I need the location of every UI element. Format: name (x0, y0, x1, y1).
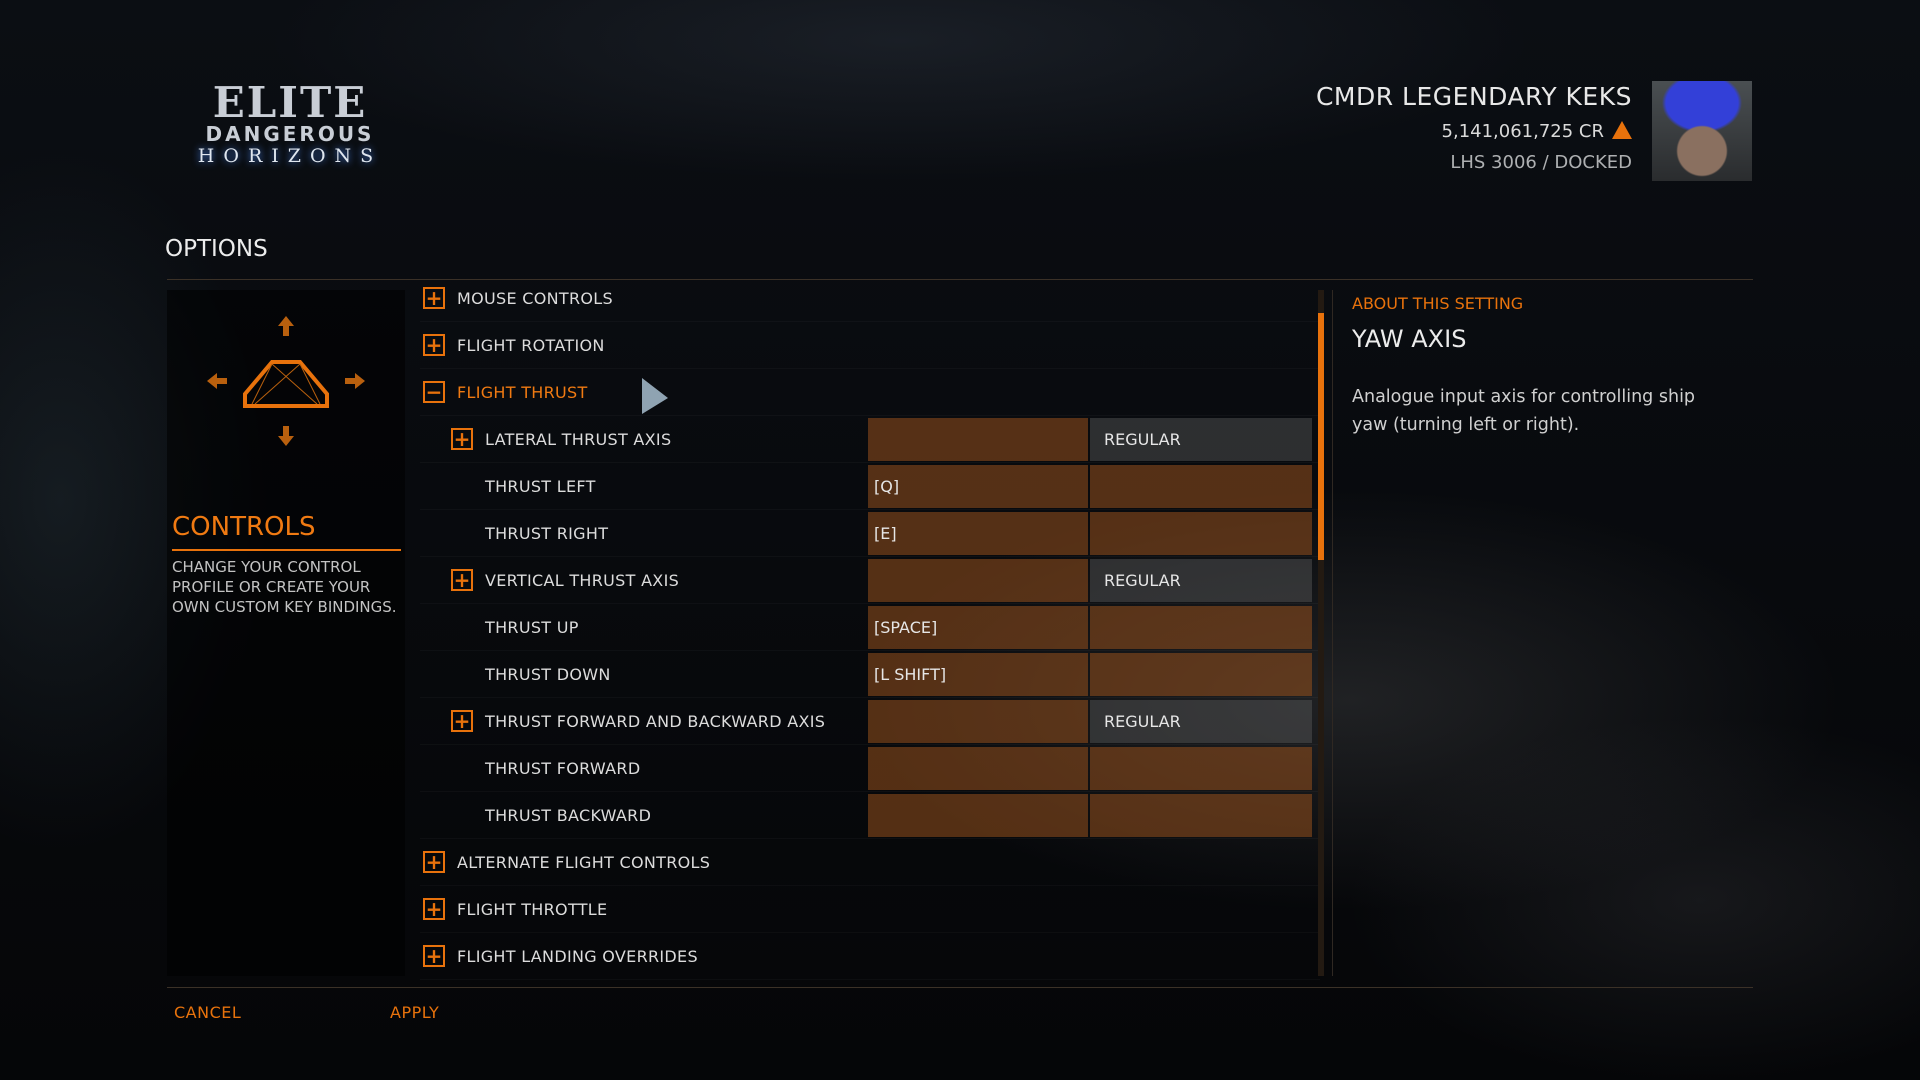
expand-plus-icon[interactable]: + (423, 945, 445, 967)
list-item[interactable]: THRUST BACKWARD (420, 792, 1320, 839)
primary-binding[interactable] (868, 559, 1088, 602)
rank-icon (1612, 121, 1632, 139)
collapse-minus-icon[interactable]: − (423, 381, 445, 403)
commander-name: CMDR LEGENDARY KEKS (1315, 82, 1632, 111)
secondary-binding[interactable] (1090, 512, 1312, 555)
secondary-binding[interactable] (1090, 747, 1312, 790)
list-item[interactable]: + FLIGHT ROTATION (420, 322, 1320, 369)
row-label: THRUST FORWARD AND BACKWARD AXIS (485, 711, 826, 731)
expand-plus-icon[interactable]: + (423, 334, 445, 356)
primary-binding[interactable]: [Q] (868, 465, 1088, 508)
expand-plus-icon[interactable]: + (451, 569, 473, 591)
primary-binding[interactable] (868, 418, 1088, 461)
page-title: OPTIONS (165, 236, 268, 262)
expand-plus-icon[interactable]: + (423, 851, 445, 873)
about-heading: ABOUT THIS SETTING (1352, 294, 1524, 313)
divider-bottom (167, 987, 1753, 988)
scrollbar-thumb[interactable] (1318, 313, 1324, 560)
primary-binding[interactable] (868, 700, 1088, 743)
row-label: THRUST UP (485, 617, 579, 637)
row-label: MOUSE CONTROLS (457, 288, 613, 308)
apply-button[interactable]: APPLY (390, 1003, 440, 1022)
primary-binding[interactable]: [E] (868, 512, 1088, 555)
mouse-cursor-icon (642, 378, 668, 414)
secondary-binding[interactable] (1090, 606, 1312, 649)
list-item[interactable]: + THRUST FORWARD AND BACKWARD AXIS REGULAR (420, 698, 1320, 745)
scrollbar[interactable] (1318, 290, 1324, 976)
row-label: FLIGHT LANDING OVERRIDES (457, 946, 698, 966)
row-label: THRUST LEFT (485, 476, 596, 496)
logo-line2: DANGEROUS (205, 122, 375, 146)
list-item[interactable]: THRUST DOWN [L SHIFT] (420, 651, 1320, 698)
row-label: THRUST RIGHT (485, 523, 609, 543)
row-label: FLIGHT THRUST (457, 382, 588, 402)
row-label: FLIGHT ROTATION (457, 335, 605, 355)
row-label: THRUST DOWN (485, 664, 611, 684)
logo-line1: ELITE (212, 78, 368, 127)
list-item[interactable]: + VERTICAL THRUST AXIS REGULAR (420, 557, 1320, 604)
row-label: THRUST FORWARD (485, 758, 641, 778)
list-item[interactable]: THRUST UP [SPACE] (420, 604, 1320, 651)
location: LHS 3006 / DOCKED (1450, 152, 1632, 173)
divider-vertical (1332, 290, 1333, 976)
row-label: VERTICAL THRUST AXIS (485, 570, 680, 590)
cancel-button[interactable]: CANCEL (174, 1003, 242, 1022)
divider-top (167, 279, 1753, 280)
list-item[interactable]: + FLIGHT LANDING OVERRIDES (420, 933, 1320, 980)
secondary-binding[interactable] (1090, 465, 1312, 508)
left-panel (167, 290, 405, 976)
list-item[interactable]: THRUST LEFT [Q] (420, 463, 1320, 510)
list-item[interactable]: + LATERAL THRUST AXIS REGULAR (420, 416, 1320, 463)
row-label: LATERAL THRUST AXIS (485, 429, 672, 449)
setting-description: Analogue input axis for controlling ship… (1352, 387, 1696, 435)
row-label: ALTERNATE FLIGHT CONTROLS (457, 852, 711, 872)
row-label: THRUST BACKWARD (485, 805, 652, 825)
list-item[interactable]: + MOUSE CONTROLS (420, 275, 1320, 322)
primary-binding[interactable]: [SPACE] (868, 606, 1088, 649)
elite-dangerous-logo: ELITE DANGEROUS HORIZONS (180, 82, 400, 168)
primary-binding[interactable] (868, 747, 1088, 790)
expand-plus-icon[interactable]: + (423, 898, 445, 920)
controls-description: CHANGE YOUR CONTROL PROFILE OR CREATE YO… (172, 558, 397, 616)
axis-mode[interactable]: REGULAR (1090, 418, 1312, 461)
controls-title: CONTROLS (172, 512, 316, 542)
list-item[interactable]: −FLIGHT THRUST (420, 369, 1320, 416)
list-item[interactable]: + ALTERNATE FLIGHT CONTROLS (420, 839, 1320, 886)
setting-title: YAW AXIS (1352, 325, 1467, 353)
commander-portrait (1652, 81, 1752, 181)
axis-mode[interactable]: REGULAR (1090, 559, 1312, 602)
expand-plus-icon[interactable]: + (451, 710, 473, 732)
secondary-binding[interactable] (1090, 794, 1312, 837)
list-item[interactable]: + FLIGHT THROTTLE (420, 886, 1320, 933)
axis-mode[interactable]: REGULAR (1090, 700, 1312, 743)
credits: 5,141,061,725 CR (1441, 121, 1604, 142)
controls-underline (172, 549, 401, 551)
primary-binding[interactable]: [L SHIFT] (868, 653, 1088, 696)
logo-line3: HORIZONS (197, 145, 383, 167)
secondary-binding[interactable] (1090, 653, 1312, 696)
primary-binding[interactable] (868, 794, 1088, 837)
expand-plus-icon[interactable]: + (423, 287, 445, 309)
row-label: FLIGHT THROTTLE (457, 899, 608, 919)
list-item[interactable]: THRUST RIGHT [E] (420, 510, 1320, 557)
expand-plus-icon[interactable]: + (451, 428, 473, 450)
list-item[interactable]: THRUST FORWARD (420, 745, 1320, 792)
commander-info: CMDR LEGENDARY KEKS 5,141,061,725 CR LHS… (1316, 82, 1632, 173)
ship-thrust-icon (207, 316, 365, 446)
